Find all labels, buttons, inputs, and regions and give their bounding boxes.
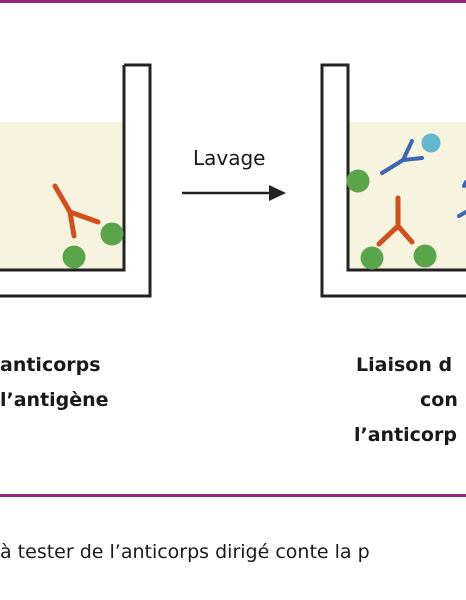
right-caption-line: l’anticorp — [354, 424, 457, 446]
right-well-wall — [320, 63, 466, 298]
antigen-icon — [413, 244, 437, 268]
step-label: Lavage — [193, 146, 266, 170]
left-well — [0, 63, 152, 298]
antigen-icon — [346, 169, 370, 193]
bottom-divider — [0, 494, 466, 497]
left-caption-line: l’antigène — [0, 389, 109, 411]
antigen-icon — [100, 222, 124, 246]
right-well-liquid — [348, 122, 466, 270]
right-caption-line: con — [420, 389, 458, 411]
right-well — [320, 63, 466, 298]
antibody-icon — [376, 195, 415, 247]
conjugate-antibody-icon — [380, 139, 424, 175]
process-arrow — [182, 185, 286, 201]
antibody-icon — [52, 183, 101, 239]
top-divider — [0, 0, 466, 3]
antigen-icon — [360, 246, 384, 270]
antigen-icon — [62, 245, 86, 269]
right-caption-line: Liaison d — [356, 354, 453, 376]
arrow-head-icon — [269, 185, 286, 201]
left-caption-line: anticorps — [0, 354, 101, 376]
enzyme-icon — [421, 133, 441, 153]
left-well-wall — [0, 63, 152, 298]
figure-caption: à tester de l’anticorps dirigé conte la … — [0, 541, 370, 563]
